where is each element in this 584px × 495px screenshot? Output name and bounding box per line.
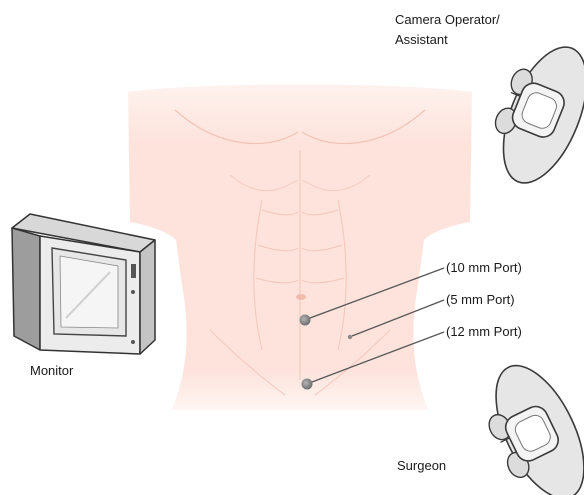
camera-operator-label-line2: Assistant xyxy=(395,31,448,48)
surgeon-label: Surgeon xyxy=(397,457,446,474)
port-5mm-marker xyxy=(348,335,352,339)
port-5mm-label: (5 mm Port) xyxy=(446,291,515,308)
monitor-label: Monitor xyxy=(30,362,73,379)
surgeon-figure xyxy=(469,352,584,495)
port-12mm-marker xyxy=(302,379,313,390)
port-10mm-marker xyxy=(300,315,311,326)
camera-operator-label-line1: Camera Operator/ xyxy=(395,11,500,28)
camera-operator-figure xyxy=(477,32,584,195)
torso xyxy=(128,85,472,411)
port-12mm-label: (12 mm Port) xyxy=(446,323,522,340)
crt-monitor-icon xyxy=(12,214,155,354)
port-10mm-label: (10 mm Port) xyxy=(446,259,522,276)
